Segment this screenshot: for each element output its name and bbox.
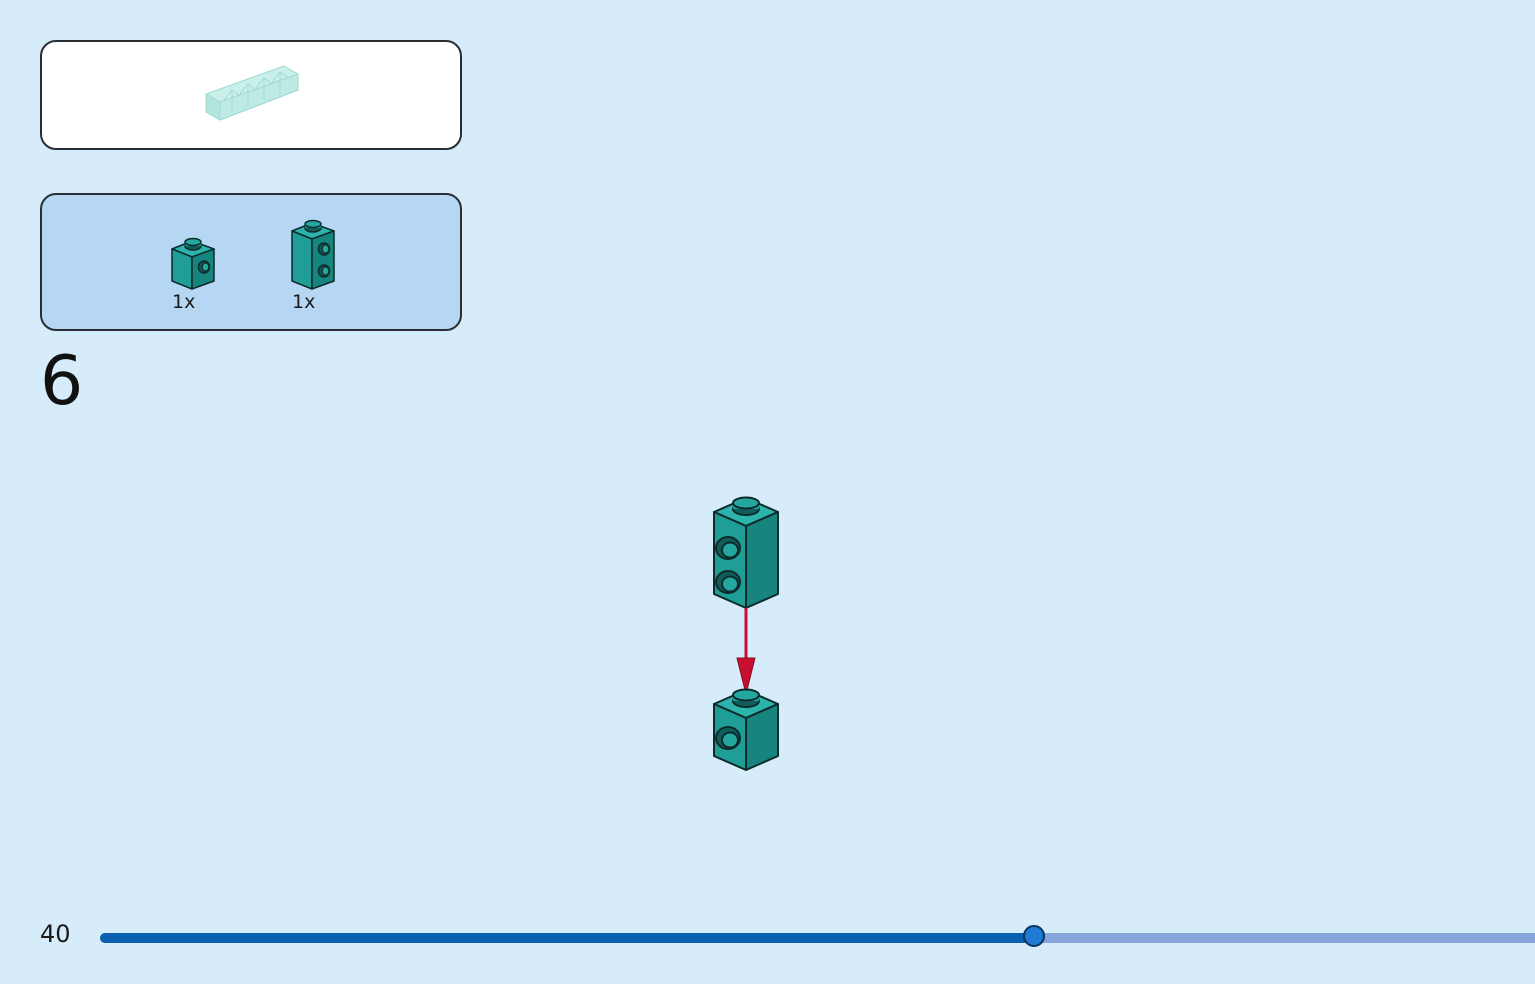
- step-number: 6: [40, 342, 84, 421]
- teal-1x1-brick-with-side-stud-icon: [713, 688, 779, 771]
- progress-fill: [100, 933, 1035, 943]
- part-quantity: 1x: [172, 291, 196, 313]
- teal-1x1x2-brick-with-two-side-studs-icon: [713, 496, 779, 609]
- page-number: 40: [40, 920, 71, 948]
- teal-1x1-brick-with-side-stud-icon: [171, 237, 215, 290]
- teal-1x1x2-brick-with-two-side-studs-icon: [291, 219, 335, 290]
- submodel-preview-box: [40, 40, 462, 150]
- part-quantity: 1x: [292, 291, 316, 313]
- placement-arrow-icon: [736, 608, 756, 695]
- translucent-aqua-slope-assembly-icon: [205, 65, 299, 121]
- parts-list-box: 1x 1x: [40, 193, 462, 331]
- build-step-illustration: [713, 496, 779, 771]
- progress-handle: [1023, 925, 1046, 947]
- progress-bar: [100, 925, 1535, 947]
